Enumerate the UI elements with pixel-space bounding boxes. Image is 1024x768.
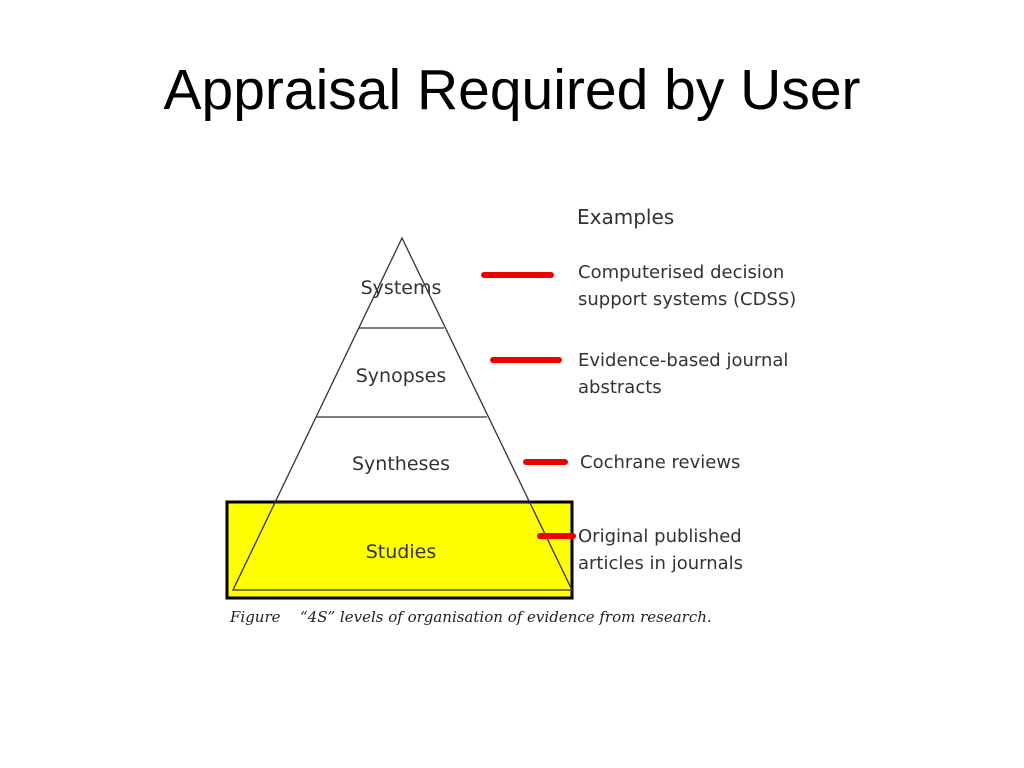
example-systems-line-2: support systems (CDSS) [578, 289, 796, 310]
example-synopses-line-2: abstracts [578, 377, 662, 398]
examples-heading: Examples [577, 205, 674, 229]
example-studies-line-1: Original published [578, 526, 742, 547]
pyramid-outline [231, 236, 574, 591]
figure-caption-text: “4S” levels of organisation of evidence … [300, 608, 712, 626]
level-label-studies: Studies [366, 541, 436, 563]
example-syntheses-line-1: Cochrane reviews [580, 452, 740, 473]
slide-title: Appraisal Required by User [163, 58, 861, 122]
example-synopses-line-1: Evidence-based journal [578, 350, 788, 371]
level-label-systems: Systems [361, 277, 442, 299]
example-studies-line-2: articles in journals [578, 553, 743, 574]
studies-highlight-box [225, 500, 574, 600]
level-label-synopses: Synopses [356, 365, 447, 387]
level-label-syntheses: Syntheses [352, 453, 450, 475]
example-systems-line-1: Computerised decision [578, 262, 784, 283]
figure-caption-label: Figure [229, 608, 281, 626]
